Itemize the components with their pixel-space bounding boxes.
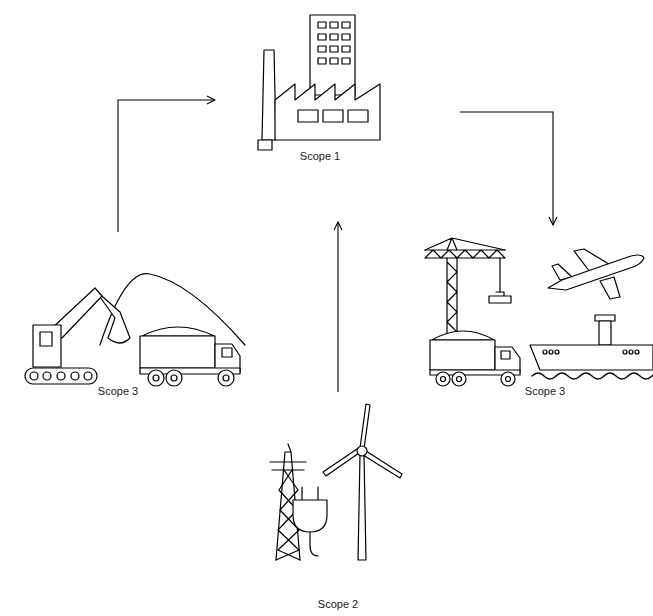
icon-stroke <box>432 331 494 340</box>
icon-stroke <box>635 350 639 354</box>
mining-icon <box>25 274 245 386</box>
icon-stroke <box>302 487 318 500</box>
icon-stroke <box>357 446 367 456</box>
icon-stroke <box>275 84 380 140</box>
icon-stroke <box>293 500 327 532</box>
icon-stroke <box>358 455 366 560</box>
icon-stroke <box>425 238 505 250</box>
icon-stroke <box>330 46 338 52</box>
icon-stroke <box>360 404 370 449</box>
icon-stroke <box>318 58 326 64</box>
icon-stroke <box>171 375 177 381</box>
scope-label: Scope 1 <box>300 150 340 163</box>
icon-stroke <box>457 377 462 382</box>
icon-stroke <box>543 350 547 354</box>
icon-stroke <box>223 375 229 381</box>
icon-stroke <box>298 110 318 122</box>
icon-stroke <box>43 372 51 380</box>
scope-node: Scope 2 <box>265 392 410 614</box>
scope-label: Scope 3 <box>98 385 138 398</box>
icon-stroke <box>425 250 505 258</box>
icon-stroke <box>342 58 350 64</box>
icon-stroke <box>555 350 559 354</box>
icon-stroke <box>323 449 359 476</box>
icon-stroke <box>499 258 500 292</box>
icon-stroke <box>323 110 343 122</box>
icon-stroke <box>447 258 457 340</box>
icon-stroke <box>363 451 402 478</box>
icon-stroke <box>318 22 326 28</box>
icon-stroke <box>595 315 615 321</box>
icon-stroke <box>310 532 318 556</box>
scope-label: Scope 3 <box>525 385 565 398</box>
icon-stroke <box>436 372 450 386</box>
power-icon <box>270 404 402 560</box>
icon-stroke <box>40 332 52 346</box>
icon-stroke <box>599 321 611 345</box>
icon-stroke <box>430 340 495 370</box>
icon-stroke <box>310 15 355 95</box>
icon-stroke <box>342 46 350 52</box>
icon-stroke <box>330 22 338 28</box>
icon-stroke <box>262 50 276 140</box>
icon-stroke <box>600 277 620 299</box>
scope-node: Scope 3 <box>415 225 653 400</box>
icon-stroke <box>330 34 338 40</box>
icon-stroke <box>501 372 515 386</box>
icon-stroke <box>222 348 232 357</box>
icon-stroke <box>501 351 510 359</box>
icon-stroke <box>532 373 653 379</box>
flow-arrow <box>337 222 338 392</box>
factory-icon <box>258 15 380 150</box>
icon-stroke <box>348 110 368 122</box>
icon-stroke <box>57 372 65 380</box>
icon-stroke <box>342 22 350 28</box>
icon-stroke <box>166 370 182 386</box>
icon-stroke <box>495 347 520 372</box>
icon-stroke <box>530 345 653 370</box>
scope-label: Scope 2 <box>318 598 358 611</box>
icon-stroke <box>84 372 92 380</box>
icon-stroke <box>452 372 466 386</box>
icon-stroke <box>342 34 350 40</box>
icon-stroke <box>441 377 446 382</box>
icon-stroke <box>258 140 272 150</box>
icon-stroke <box>318 34 326 40</box>
icon-stroke <box>30 372 38 380</box>
flow-arrow <box>460 112 553 225</box>
icon-stroke <box>71 372 79 380</box>
icon-stroke <box>548 255 644 290</box>
icon-stroke <box>140 336 215 368</box>
icon-stroke <box>33 325 61 367</box>
icon-stroke <box>330 58 338 64</box>
icon-stroke <box>506 377 511 382</box>
icon-stroke <box>218 370 234 386</box>
icon-stroke <box>629 350 633 354</box>
flow-arrow <box>118 100 215 232</box>
icon-stroke <box>153 375 159 381</box>
icon-stroke <box>142 327 214 336</box>
icon-stroke <box>549 350 553 354</box>
icon-stroke <box>318 46 326 52</box>
icon-stroke <box>489 296 511 303</box>
icon-stroke <box>148 370 164 386</box>
transport-icon <box>425 238 653 386</box>
scope-node: Scope 3 <box>20 232 245 400</box>
icon-stroke <box>25 368 97 384</box>
scope-node: Scope 1 <box>215 10 460 222</box>
icon-stroke <box>623 350 627 354</box>
